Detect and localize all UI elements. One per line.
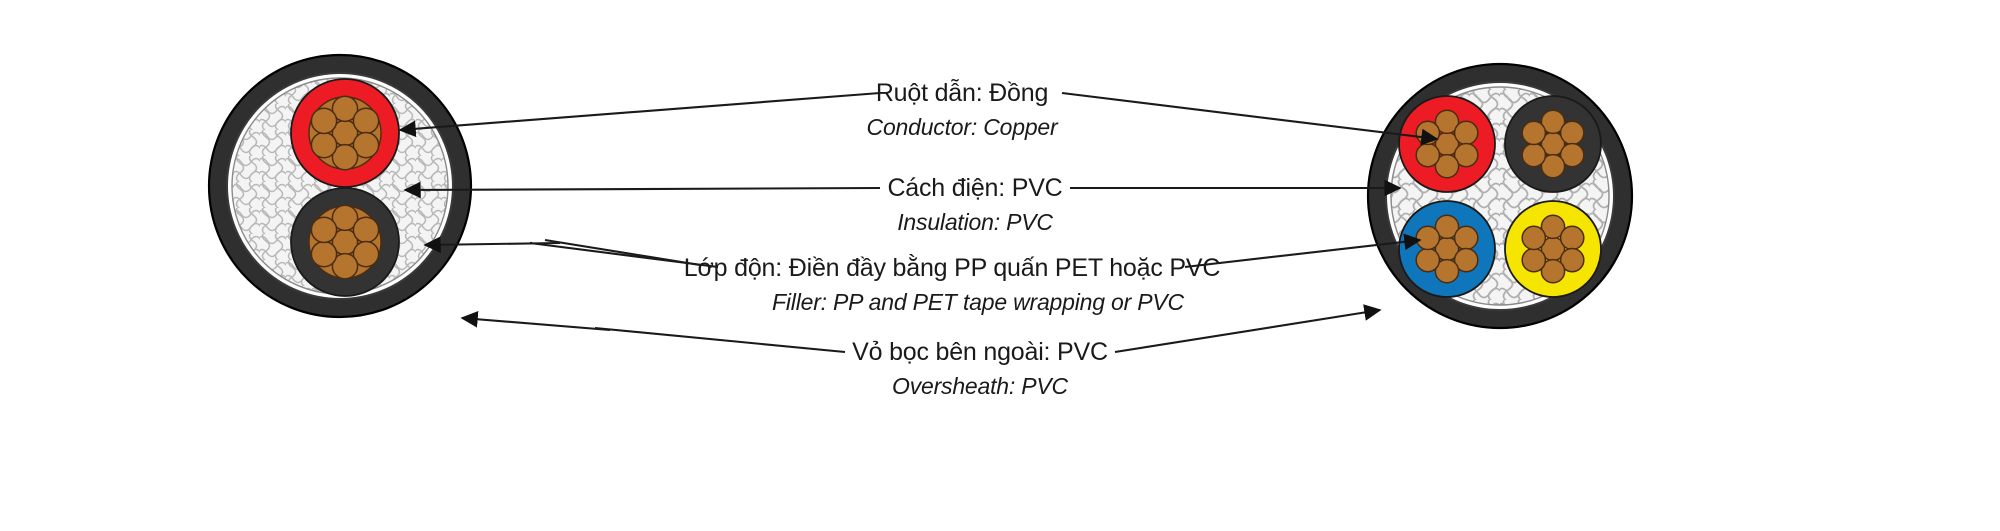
label-conductor-vi: Ruột dẫn: Đồng bbox=[876, 78, 1048, 107]
right-core-yellow bbox=[1504, 200, 1602, 298]
left-core-red bbox=[290, 78, 400, 188]
label-filler: Lớp độn: Điền đầy bằng PP quấn PET hoặc … bbox=[684, 253, 1221, 315]
left-core-red-conductor bbox=[308, 95, 382, 171]
label-conductor: Ruột dẫn: Đồng Conductor: Copper bbox=[867, 78, 1060, 140]
right-core-black bbox=[1504, 95, 1602, 193]
leader-conductor bbox=[398, 91, 1439, 146]
right-core-black-conductor bbox=[1521, 109, 1585, 179]
left-cable-two-core bbox=[207, 53, 473, 319]
leader-conductor-left bbox=[398, 91, 881, 138]
label-insulation-vi: Cách điện: PVC bbox=[887, 174, 1062, 202]
label-insulation-en: Insulation: PVC bbox=[897, 209, 1053, 235]
leader-insulation-left bbox=[403, 181, 881, 199]
right-core-blue-conductor bbox=[1415, 214, 1479, 284]
leader-oversheath bbox=[460, 304, 1382, 354]
leader-conductor-right bbox=[1061, 91, 1439, 146]
label-filler-en: Filler: PP and PET tape wrapping or PVC bbox=[772, 289, 1185, 315]
right-cable-four-core bbox=[1366, 62, 1634, 330]
right-core-blue bbox=[1398, 200, 1496, 298]
label-oversheath-vi: Vỏ bọc bên ngoài: PVC bbox=[852, 338, 1108, 366]
leader-filler-left-arrow bbox=[423, 236, 561, 254]
left-core-black-conductor bbox=[308, 204, 382, 280]
leader-oversheath-left-stub bbox=[594, 326, 846, 354]
label-conductor-en: Conductor: Copper bbox=[867, 114, 1059, 140]
label-oversheath-en: Oversheath: PVC bbox=[892, 373, 1069, 399]
right-core-yellow-conductor bbox=[1521, 214, 1585, 284]
right-core-red bbox=[1398, 95, 1496, 193]
leader-filler-right bbox=[1184, 233, 1422, 269]
label-insulation: Cách điện: PVC Insulation: PVC bbox=[887, 174, 1062, 235]
leader-oversheath-right bbox=[1114, 304, 1382, 354]
leader-oversheath-left bbox=[460, 310, 611, 332]
left-core-black bbox=[290, 187, 400, 297]
label-oversheath: Vỏ bọc bên ngoài: PVC Oversheath: PVC bbox=[852, 338, 1108, 399]
leader-filler-left bbox=[544, 238, 701, 267]
label-filler-vi: Lớp độn: Điền đầy bằng PP quấn PET hoặc … bbox=[684, 253, 1221, 282]
leader-insulation bbox=[403, 179, 1402, 199]
